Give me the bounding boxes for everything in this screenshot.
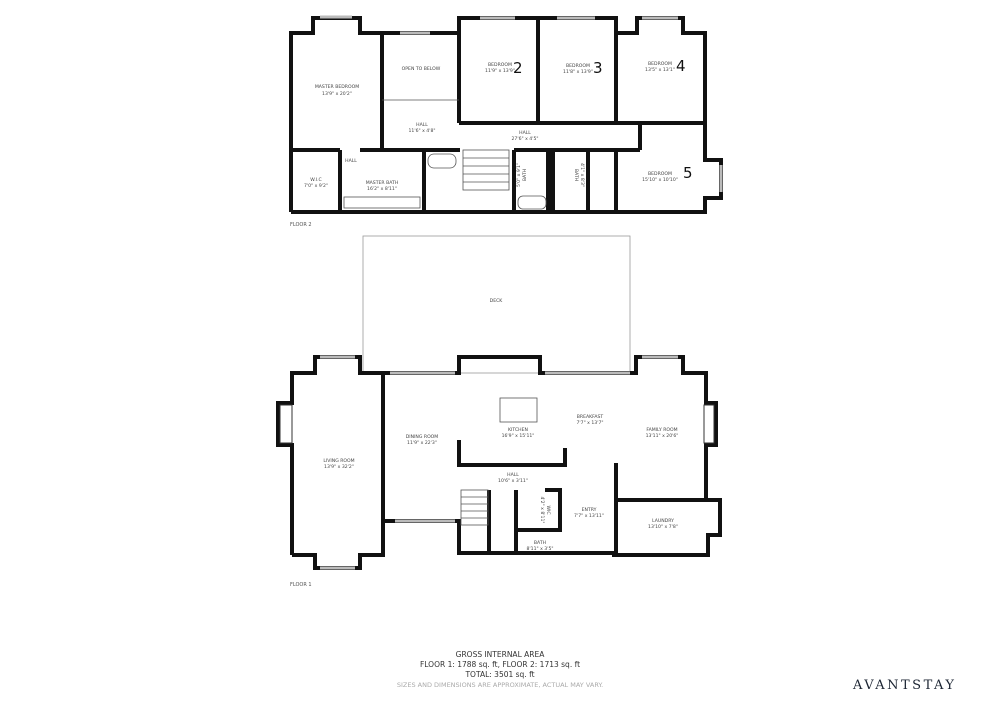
svg-text:7'0" x 9'2": 7'0" x 9'2" bbox=[304, 183, 328, 189]
fireplace bbox=[279, 404, 293, 444]
svg-text:15'10" x 10'10": 15'10" x 10'10" bbox=[642, 177, 678, 183]
svg-text:DINING ROOM: DINING ROOM bbox=[406, 434, 439, 440]
svg-text:13'11" x 20'6": 13'11" x 20'6" bbox=[646, 433, 679, 439]
svg-text:4'1" x 8'3": 4'1" x 8'3" bbox=[579, 163, 585, 187]
stairs bbox=[460, 489, 489, 526]
summary-disclaimer: SIZES AND DIMENSIONS ARE APPROXIMATE, AC… bbox=[396, 681, 604, 689]
bathtub bbox=[517, 195, 547, 210]
svg-text:LIVING ROOM: LIVING ROOM bbox=[323, 458, 354, 464]
svg-text:MASTER BATH: MASTER BATH bbox=[366, 180, 399, 186]
fireplace bbox=[703, 404, 715, 444]
svg-text:BREAKFAST: BREAKFAST bbox=[577, 414, 604, 420]
deck bbox=[362, 235, 631, 374]
wall bbox=[292, 373, 385, 570]
stairs bbox=[462, 149, 510, 191]
svg-text:BEDROOM: BEDROOM bbox=[566, 63, 590, 69]
svg-text:BATH: BATH bbox=[534, 540, 546, 546]
svg-text:HALL: HALL bbox=[345, 158, 357, 164]
summary-title: GROSS INTERNAL AREA bbox=[455, 650, 545, 659]
svg-text:BEDROOM: BEDROOM bbox=[648, 61, 672, 67]
svg-text:BEDROOM: BEDROOM bbox=[648, 171, 672, 177]
svg-text:13'5" x 13'1": 13'5" x 13'1" bbox=[645, 67, 675, 73]
floor-1-outer-wall bbox=[276, 355, 722, 557]
floor-2-label: FLOOR 2 bbox=[290, 222, 312, 228]
svg-text:FAMILY ROOM: FAMILY ROOM bbox=[646, 427, 677, 433]
svg-text:BEDROOM: BEDROOM bbox=[488, 62, 512, 68]
chase-wall bbox=[546, 150, 555, 212]
svg-text:10'6" x 3'11": 10'6" x 3'11" bbox=[498, 478, 528, 484]
svg-text:ENTRY: ENTRY bbox=[582, 507, 597, 513]
svg-text:11'8" x 13'9": 11'8" x 13'9" bbox=[563, 69, 593, 75]
svg-text:8'11" x 3'5": 8'11" x 3'5" bbox=[526, 546, 553, 552]
svg-text:4: 4 bbox=[676, 57, 686, 75]
svg-text:7'7" x 13'7": 7'7" x 13'7" bbox=[576, 420, 603, 426]
svg-text:13'10" x 7'8": 13'10" x 7'8" bbox=[648, 524, 678, 530]
area-summary: GROSS INTERNAL AREA FLOOR 1: 1788 sq. ft… bbox=[360, 650, 640, 690]
svg-text:KITCHEN: KITCHEN bbox=[508, 427, 528, 433]
floor-1-label: FLOOR 1 bbox=[290, 582, 312, 588]
svg-text:W.I.C: W.I.C bbox=[310, 177, 322, 183]
svg-text:WIC: WIC bbox=[545, 505, 551, 514]
svg-text:5: 5 bbox=[683, 164, 693, 182]
deck-label: DECK bbox=[490, 298, 504, 304]
svg-text:11'9" x 13'9": 11'9" x 13'9" bbox=[485, 68, 515, 74]
svg-text:BATH: BATH bbox=[522, 169, 528, 181]
svg-text:MASTER BEDROOM: MASTER BEDROOM bbox=[315, 84, 359, 90]
svg-text:5'0" x 9'1": 5'0" x 9'1" bbox=[516, 163, 522, 187]
kitchen-counter-wall bbox=[457, 440, 567, 467]
svg-text:11'9" x 22'3": 11'9" x 22'3" bbox=[407, 440, 437, 446]
svg-text:16'2" x 8'11": 16'2" x 8'11" bbox=[367, 186, 397, 192]
bathtub bbox=[427, 153, 457, 169]
svg-text:HALL: HALL bbox=[519, 130, 531, 136]
svg-text:13'9" x 20'2": 13'9" x 20'2" bbox=[322, 91, 352, 97]
svg-text:13'9" x 32'2": 13'9" x 32'2" bbox=[324, 464, 354, 470]
svg-text:3: 3 bbox=[593, 59, 603, 77]
svg-text:HALL: HALL bbox=[507, 472, 519, 478]
svg-text:4'2" x 8'11": 4'2" x 8'11" bbox=[539, 496, 545, 523]
summary-floors: FLOOR 1: 1788 sq. ft, FLOOR 2: 1713 sq. … bbox=[419, 660, 581, 669]
brand-logo: AVANTSTAY bbox=[853, 678, 957, 693]
svg-text:7'7" x 13'11": 7'7" x 13'11" bbox=[574, 513, 604, 519]
svg-text:11'6" x 4'8": 11'6" x 4'8" bbox=[408, 128, 435, 134]
svg-text:BATH: BATH bbox=[573, 169, 579, 181]
svg-text:LAUNDRY: LAUNDRY bbox=[652, 518, 674, 524]
svg-text:OPEN TO BELOW: OPEN TO BELOW bbox=[402, 66, 441, 72]
wall bbox=[516, 488, 562, 532]
svg-text:27'6" x 4'5": 27'6" x 4'5" bbox=[511, 136, 538, 142]
svg-text:HALL: HALL bbox=[416, 122, 428, 128]
svg-text:16'9" x 15'11": 16'9" x 15'11" bbox=[502, 433, 535, 439]
summary-total: TOTAL: 3501 sq. ft bbox=[465, 670, 535, 679]
svg-text:2: 2 bbox=[513, 59, 523, 77]
kitchen-island bbox=[499, 397, 538, 423]
vanity bbox=[343, 196, 421, 209]
